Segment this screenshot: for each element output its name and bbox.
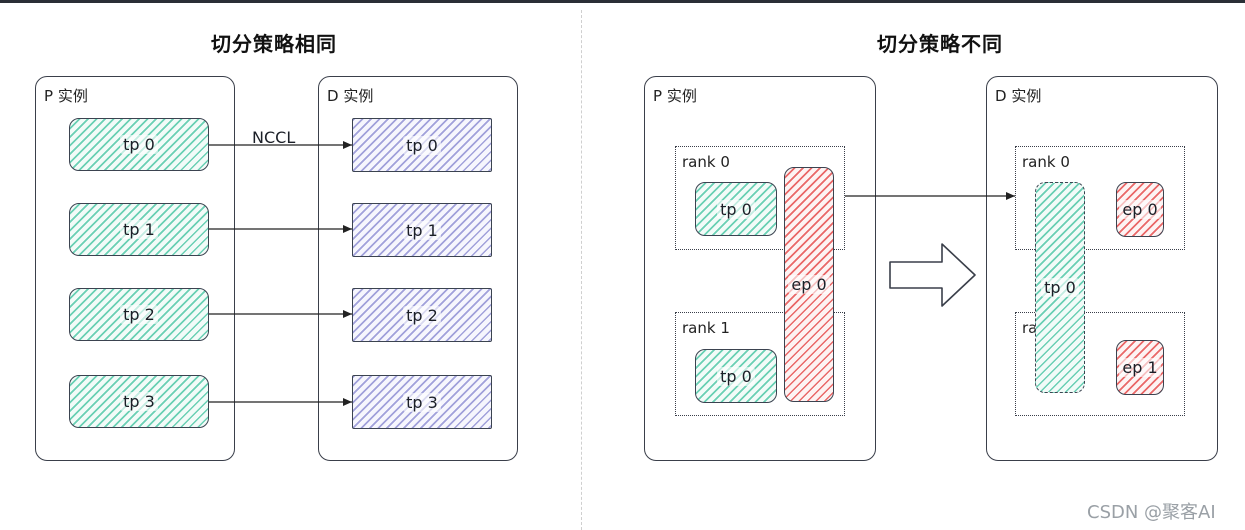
left-p-tp1: tp 1 [69,203,209,256]
watermark: CSDN @聚客AI [1087,502,1216,523]
left-p-instance-label: P 实例 [44,87,88,105]
left-d-tp2: tp 2 [352,288,492,342]
right-p-rank1-label: rank 1 [682,319,730,337]
right-d-rank0-ep0: ep 0 [1116,182,1164,237]
section-divider [581,10,582,530]
right-p-rank1: rank 1 [675,312,845,416]
right-p-ep0: ep 0 [784,167,834,402]
left-title: 切分策略相同 [211,32,337,56]
left-d-instance-label: D 实例 [327,87,374,105]
right-p-rank0: rank 0 [675,146,845,250]
right-d-instance-label: D 实例 [995,87,1042,105]
right-d-rank0: rank 0 [1015,146,1185,250]
nccl-label: NCCL [252,128,296,147]
right-d-tp0: tp 0 [1035,182,1085,393]
left-d-tp1: tp 1 [352,203,492,257]
right-p-rank1-tp0: tp 0 [695,349,777,403]
left-p-tp0: tp 0 [69,118,209,171]
left-d-tp0: tp 0 [352,118,492,172]
top-border [0,0,1245,3]
right-p-rank0-tp0: tp 0 [695,182,777,236]
right-d-rank0-label: rank 0 [1022,153,1070,171]
right-d-rank1-ep1: ep 1 [1116,340,1164,395]
big-right-arrow [889,243,976,307]
right-d-instance: D 实例 [986,76,1218,461]
left-p-tp2: tp 2 [69,288,209,341]
right-p-instance-label: P 实例 [653,87,697,105]
right-p-rank0-label: rank 0 [682,153,730,171]
left-d-tp3: tp 3 [352,375,492,429]
right-title: 切分策略不同 [877,32,1003,56]
left-p-tp3: tp 3 [69,375,209,428]
